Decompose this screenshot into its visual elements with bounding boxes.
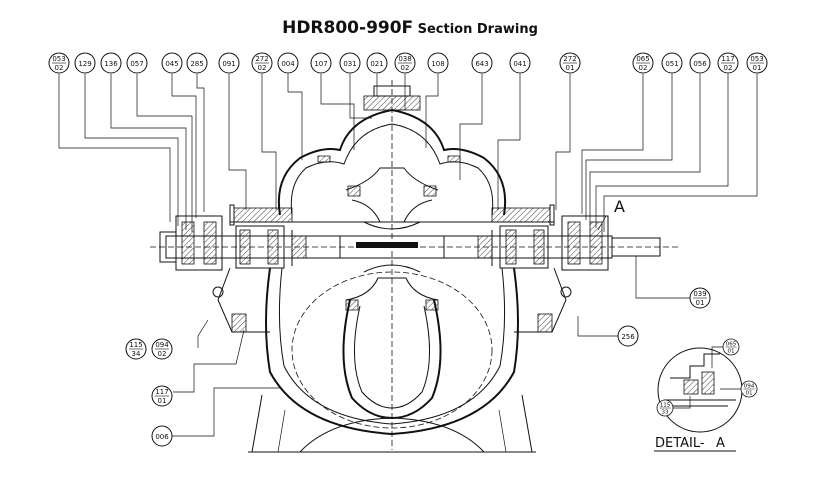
- svg-text:02: 02: [639, 64, 648, 72]
- svg-text:021: 021: [370, 60, 383, 68]
- balloon-057: 057: [126, 52, 148, 74]
- svg-text:01: 01: [696, 299, 705, 307]
- balloon-004: 004: [277, 52, 299, 74]
- balloon-041: 041: [509, 52, 531, 74]
- svg-text:107: 107: [314, 60, 327, 68]
- balloon-256: 256: [617, 325, 639, 347]
- svg-text:039: 039: [693, 290, 706, 298]
- svg-text:02: 02: [401, 64, 410, 72]
- svg-text:34: 34: [132, 350, 141, 358]
- svg-text:33: 33: [661, 410, 669, 416]
- svg-text:256: 256: [621, 333, 635, 341]
- detail-letter: A: [716, 436, 725, 451]
- svg-text:115: 115: [129, 341, 142, 349]
- svg-text:053: 053: [750, 55, 763, 63]
- svg-text:01: 01: [753, 64, 762, 72]
- drawing-subtitle: Section Drawing: [417, 22, 538, 37]
- balloon-056: 056: [689, 52, 711, 74]
- svg-text:041: 041: [513, 60, 526, 68]
- svg-text:004: 004: [281, 60, 295, 68]
- svg-text:051: 051: [665, 60, 678, 68]
- detail-a: DETAIL- A: [654, 346, 743, 452]
- svg-text:108: 108: [431, 60, 444, 68]
- svg-text:02: 02: [55, 64, 64, 72]
- leader-lines: [58, 74, 758, 437]
- svg-text:057: 057: [130, 60, 143, 68]
- svg-text:02: 02: [158, 350, 167, 358]
- svg-text:065: 065: [636, 55, 649, 63]
- balloon-006: 006: [151, 425, 173, 447]
- svg-text:01: 01: [745, 391, 753, 397]
- svg-text:02: 02: [258, 64, 267, 72]
- balloon-031: 031: [339, 52, 361, 74]
- svg-text:038: 038: [398, 55, 411, 63]
- svg-text:117: 117: [721, 55, 734, 63]
- svg-text:094: 094: [155, 341, 169, 349]
- model-name: HDR800-990F: [282, 18, 414, 38]
- balloon-021: 021: [366, 52, 388, 74]
- svg-text:272: 272: [255, 55, 268, 63]
- svg-text:01: 01: [727, 349, 735, 355]
- svg-text:02: 02: [724, 64, 733, 72]
- svg-text:045: 045: [165, 60, 178, 68]
- left-bearing: [159, 215, 285, 333]
- svg-text:129: 129: [78, 60, 91, 68]
- svg-text:006: 006: [155, 433, 169, 441]
- detail-label: DETAIL-: [655, 436, 705, 451]
- balloon-108: 108: [427, 52, 449, 74]
- balloon-107: 107: [310, 52, 332, 74]
- svg-text:094: 094: [744, 383, 755, 389]
- svg-text:117: 117: [155, 388, 168, 396]
- drawing-title: HDR800-990F Section Drawing: [0, 18, 820, 38]
- balloon-643: 643: [471, 52, 493, 74]
- balloon-045: 045: [161, 52, 183, 74]
- balloon-051: 051: [661, 52, 683, 74]
- balloon-136: 136: [100, 52, 122, 74]
- svg-text:136: 136: [104, 60, 118, 68]
- svg-text:643: 643: [475, 60, 488, 68]
- split-flange: [229, 204, 555, 226]
- svg-text:053: 053: [52, 55, 65, 63]
- right-bearing: [499, 215, 609, 333]
- svg-text:091: 091: [222, 60, 235, 68]
- balloon-091: 091: [218, 52, 240, 74]
- balloon-129: 129: [74, 52, 96, 74]
- svg-text:01: 01: [158, 397, 167, 405]
- svg-text:115: 115: [660, 402, 671, 408]
- shaft: [150, 80, 680, 450]
- detail-marker: A: [614, 197, 625, 216]
- svg-text:065: 065: [726, 341, 737, 347]
- svg-text:272: 272: [563, 55, 576, 63]
- svg-text:285: 285: [190, 60, 203, 68]
- balloon-285: 285: [186, 52, 208, 74]
- svg-text:056: 056: [693, 60, 707, 68]
- svg-text:031: 031: [343, 60, 356, 68]
- svg-text:01: 01: [566, 64, 575, 72]
